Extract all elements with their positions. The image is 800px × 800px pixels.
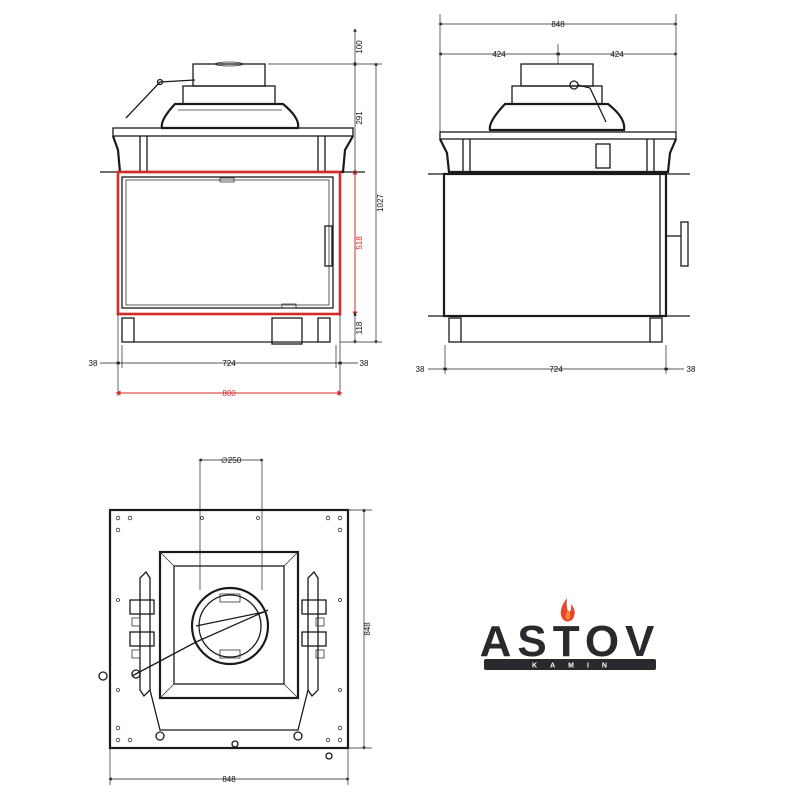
dim-overall-height: 1027: [376, 194, 385, 212]
dim-overall-width: 800: [222, 389, 236, 398]
logo-subbar: [484, 659, 656, 670]
top-front-frame: [149, 689, 309, 731]
flame-icon: [560, 598, 575, 622]
side-foot-right: [649, 317, 663, 343]
dim-top-stack: 100: [355, 40, 364, 54]
front-door-highlight: [116, 170, 342, 316]
side-top-rim: [439, 131, 677, 140]
dim-top-width: 848: [222, 775, 236, 784]
front-upper-body: [111, 135, 354, 174]
front-door-handle: [324, 225, 333, 267]
logo-sub: KAMIN: [532, 663, 620, 670]
front-dome: [160, 102, 300, 130]
top-view: [98, 508, 350, 760]
dim-top-body: 291: [355, 111, 364, 125]
dim-right-offset: 38: [360, 359, 369, 368]
side-flue-base: [511, 85, 603, 105]
front-flue-collar: [192, 63, 266, 87]
front-view: [100, 61, 365, 345]
logo-brand: ASTOV: [480, 617, 661, 666]
dim-inner-width: 724: [222, 359, 236, 368]
side-body-panel: [442, 172, 668, 318]
dim-top-depth: 848: [363, 622, 372, 636]
top-hood-inner: [173, 565, 285, 685]
top-front-knob: [325, 752, 333, 760]
side-upper-body: [439, 138, 678, 174]
front-foot-right: [317, 317, 331, 343]
dim-bottom: 118: [355, 321, 364, 334]
side-dim-left-offset: 38: [416, 365, 425, 374]
side-dim-overall-width: 848: [551, 20, 565, 29]
top-base-plate: [108, 508, 350, 750]
side-dome: [488, 102, 626, 132]
dim-flue-diameter: ∅250: [221, 456, 242, 465]
side-view-dimensions: 848 424 424 38 724 38: [416, 14, 696, 374]
top-lever-rod: [131, 609, 269, 677]
front-ash-box: [271, 317, 303, 345]
top-side-knob: [98, 671, 108, 681]
top-flue-inner: [198, 594, 262, 658]
front-flue-base: [182, 85, 276, 105]
top-mounting-holes: [115, 515, 343, 743]
top-flue-damper: [195, 611, 265, 627]
top-view-dimensions: ∅250 848 848: [108, 456, 372, 785]
side-foot-left: [448, 317, 462, 343]
front-top-rim: [112, 127, 354, 137]
side-dim-half-left: 424: [492, 50, 506, 59]
side-view: [428, 63, 690, 343]
side-flue-collar: [520, 63, 594, 87]
side-dim-inner-width: 724: [549, 365, 563, 374]
top-hood-outer: [158, 550, 300, 700]
side-dim-half-right: 424: [610, 50, 624, 59]
side-latch: [595, 143, 611, 169]
front-view-dimensions: 100 291 518 118 1027 38 724 38 800: [89, 28, 385, 398]
side-control-knob: [569, 80, 579, 90]
top-flue-outer: [190, 586, 270, 666]
side-handle: [680, 221, 689, 267]
front-glass: [121, 176, 334, 309]
dim-left-offset: 38: [89, 359, 98, 368]
front-control-lever: [125, 79, 196, 119]
top-bracket-right: [301, 570, 327, 698]
astov-logo: ASTOV KAMIN: [480, 598, 661, 670]
dim-glass-height: 518: [355, 236, 364, 250]
front-foot-left: [121, 317, 135, 343]
side-control-lever: [577, 84, 607, 123]
side-dim-right-offset: 38: [687, 365, 696, 374]
